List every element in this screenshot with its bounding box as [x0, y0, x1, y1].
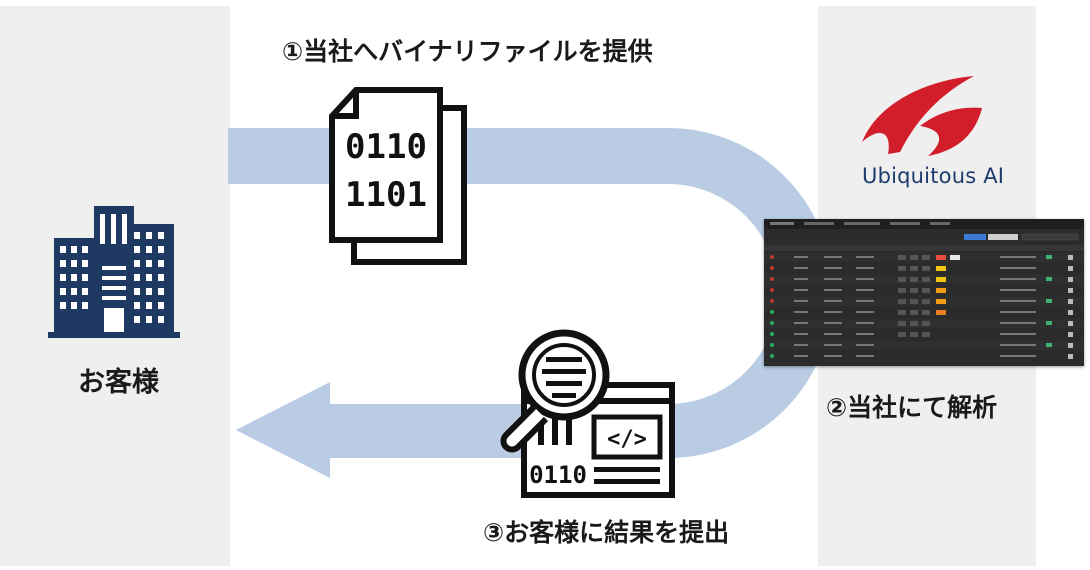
binary-row-2: 1101: [345, 175, 427, 215]
binary-row-1: 0110: [345, 127, 427, 167]
customer-label: お客様: [78, 367, 159, 398]
step2-label: ②当社にて解析: [826, 393, 998, 422]
step3-label: ③お客様に結果を提出: [483, 518, 730, 547]
code-symbol: </>: [607, 427, 647, 452]
step1-label: ①当社へバイナリファイルを提供: [282, 37, 653, 66]
analysis-dashboard-screenshot: [764, 219, 1084, 366]
code-binary: 0110: [529, 461, 587, 489]
analysis-report-icon: </> 0110: [500, 329, 675, 498]
ubiquitous-ai-logo: [862, 76, 982, 156]
binary-file-icon: 0110 1101: [329, 87, 467, 265]
logo-text: Ubiquitous AI: [862, 164, 1005, 188]
building-icon: [48, 206, 180, 338]
